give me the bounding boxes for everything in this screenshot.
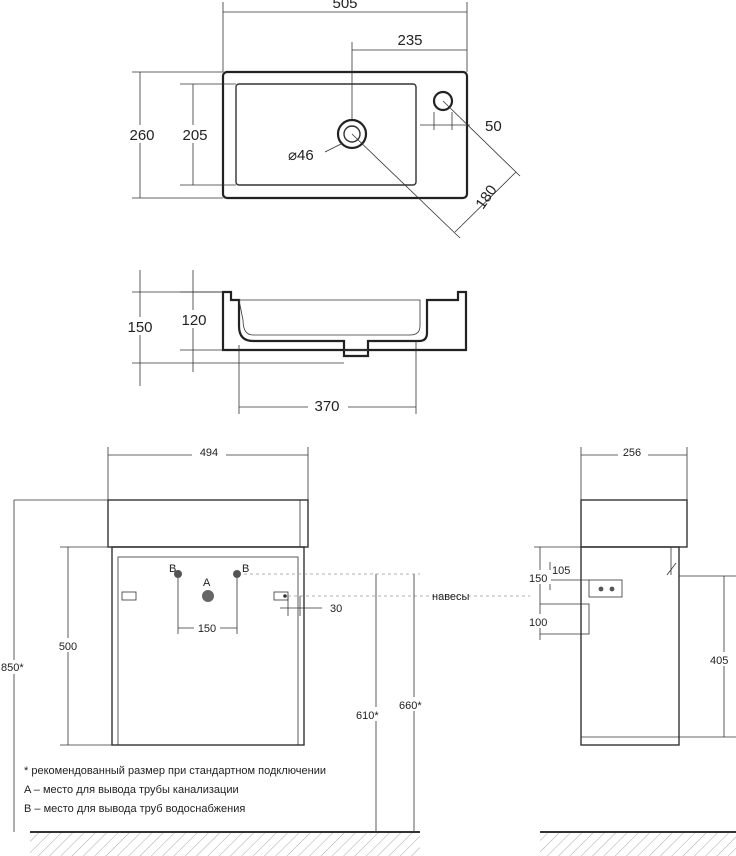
dim-500: 500 <box>59 641 77 653</box>
dim-610: 610* <box>356 710 379 722</box>
notes: * рекомендованный размер при стандартном… <box>24 765 326 815</box>
basin-section <box>221 290 468 358</box>
front-view: B A B 150 494 850* 500 30 навесы <box>0 444 530 832</box>
basin-outline <box>221 70 469 200</box>
dim-180: 180 <box>472 182 500 212</box>
label-b-right: B <box>242 563 249 575</box>
side-section: 150 120 370 <box>124 270 468 415</box>
dim-150-basin: 150 <box>127 319 152 336</box>
dim-494: 494 <box>200 447 218 459</box>
dim-260: 260 <box>129 127 154 144</box>
dim-256: 256 <box>623 447 641 459</box>
dim-50: 50 <box>485 118 502 135</box>
tap-hole <box>432 90 454 112</box>
side-basin <box>580 499 688 548</box>
bowl-outline <box>235 83 417 186</box>
front-basin <box>107 499 309 548</box>
drain-point <box>202 590 214 602</box>
note-1: * рекомендованный размер при стандартном… <box>24 765 326 777</box>
dim-105: 105 <box>552 565 570 577</box>
label-b-left: B <box>169 563 176 575</box>
dim-405: 405 <box>710 655 728 667</box>
note-2: A – место для вывода трубы канализации <box>24 784 239 796</box>
dim-120: 120 <box>181 312 206 329</box>
side-view: 256 105 150 100 405 <box>527 444 736 746</box>
hinge-bracket <box>588 579 623 598</box>
dim-30: 30 <box>330 603 342 615</box>
note-3: B – место для вывода труб водоснабжения <box>24 803 245 815</box>
dim-505: 505 <box>332 0 357 12</box>
supply-point-right <box>233 570 241 578</box>
dim-235: 235 <box>397 32 422 49</box>
dim-d46: ⌀46 <box>288 147 314 164</box>
label-a: A <box>203 577 211 589</box>
dim-100: 100 <box>529 617 547 629</box>
floor-lines <box>30 831 736 856</box>
dim-370: 370 <box>314 398 339 415</box>
dim-205: 205 <box>182 127 207 144</box>
dim-150-side: 150 <box>529 573 547 585</box>
side-cabinet <box>580 546 680 746</box>
dim-660: 660* <box>399 700 422 712</box>
label-hinges: навесы <box>432 591 470 603</box>
dim-150-spacing: 150 <box>198 623 216 635</box>
top-view: 505 235 260 205 50 ⌀46 180 <box>124 0 521 239</box>
dim-850: 850* <box>1 662 24 674</box>
supply-point-left <box>174 570 182 578</box>
